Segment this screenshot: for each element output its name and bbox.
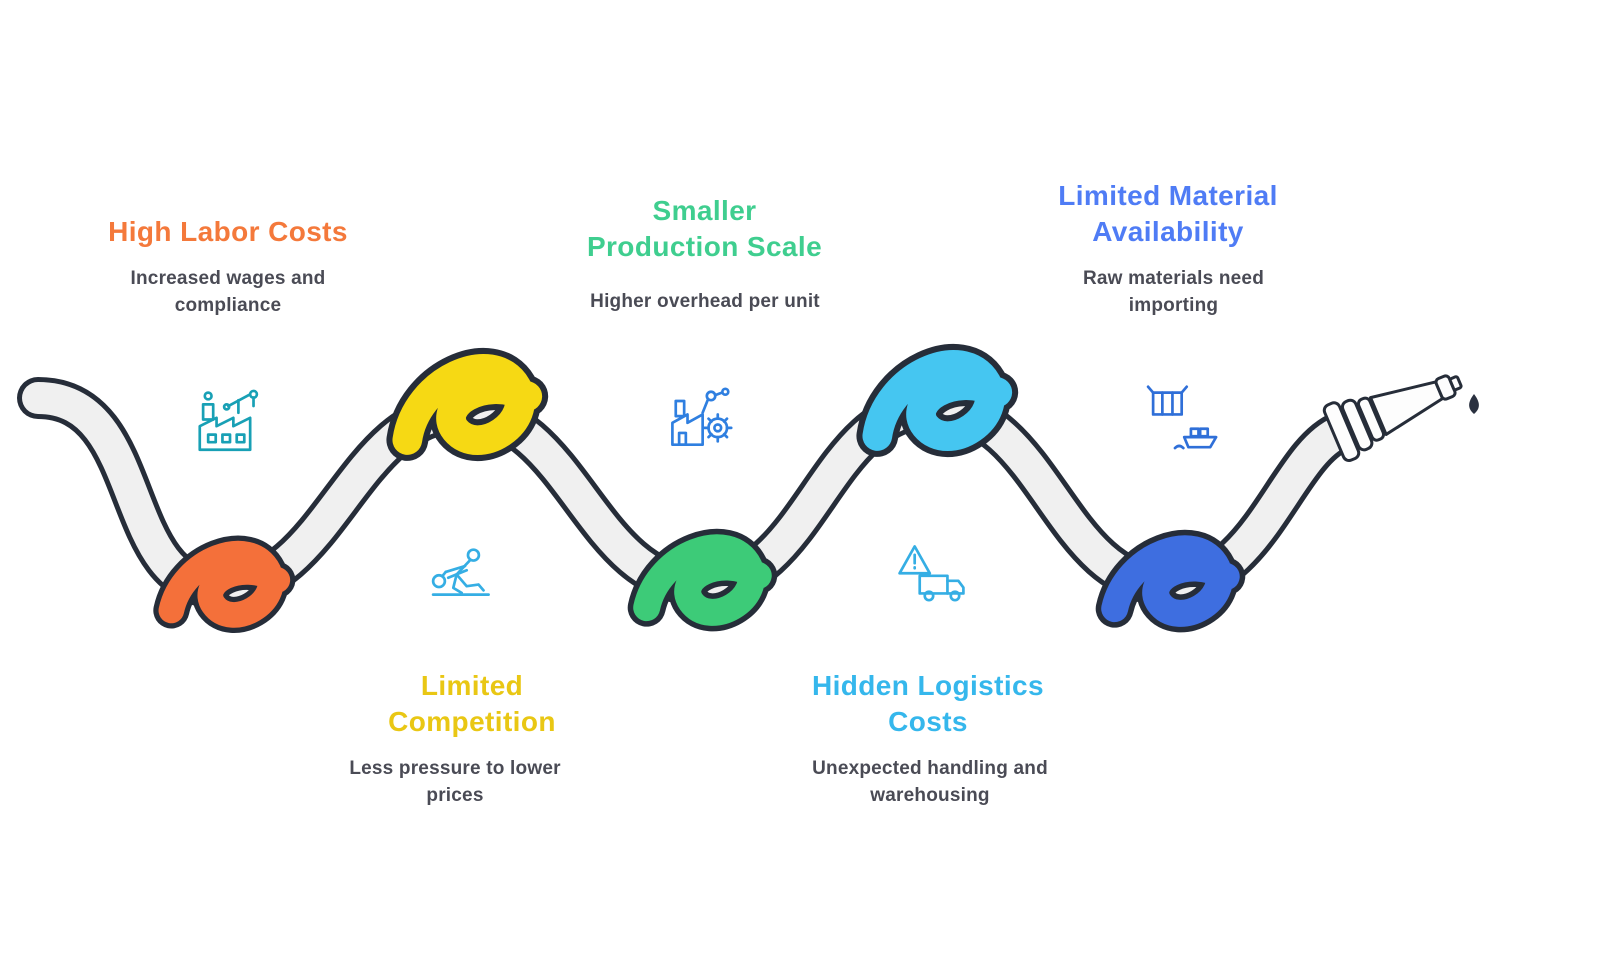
item-title-smaller-production-scale: Smaller Production Scale (586, 195, 823, 262)
item-subtitle-limited-competition: Less pressure to lower prices (349, 758, 561, 806)
factory-icon (198, 389, 259, 452)
item-subtitle-smaller-production-scale: Higher overhead per unit (590, 291, 820, 312)
hose-nozzle (1322, 374, 1463, 463)
truck-warning-icon (898, 545, 965, 602)
item-title-limited-competition: Limited Competition (388, 670, 556, 737)
droplet-icon (1469, 394, 1479, 414)
container-ship-icon (1146, 385, 1218, 450)
nozzle-ring (1340, 398, 1374, 452)
factory-gear-icon (671, 387, 733, 447)
item-subtitle-high-labor-costs: Increased wages and compliance (130, 268, 326, 316)
item-title-hidden-logistics-costs: Hidden Logistics Costs (812, 670, 1044, 737)
item-title-high-labor-costs: High Labor Costs (108, 216, 348, 247)
person-pulling-icon (431, 548, 490, 596)
nozzle-spout (1448, 375, 1463, 392)
nozzle-ring (1322, 401, 1361, 463)
nozzle-ring (1356, 396, 1386, 442)
item-subtitle-hidden-logistics-costs: Unexpected handling and warehousing (812, 758, 1048, 806)
item-title-limited-material-availability: Limited Material Availability (1058, 180, 1278, 247)
item-subtitle-limited-material-availability: Raw materials need importing (1082, 268, 1264, 316)
